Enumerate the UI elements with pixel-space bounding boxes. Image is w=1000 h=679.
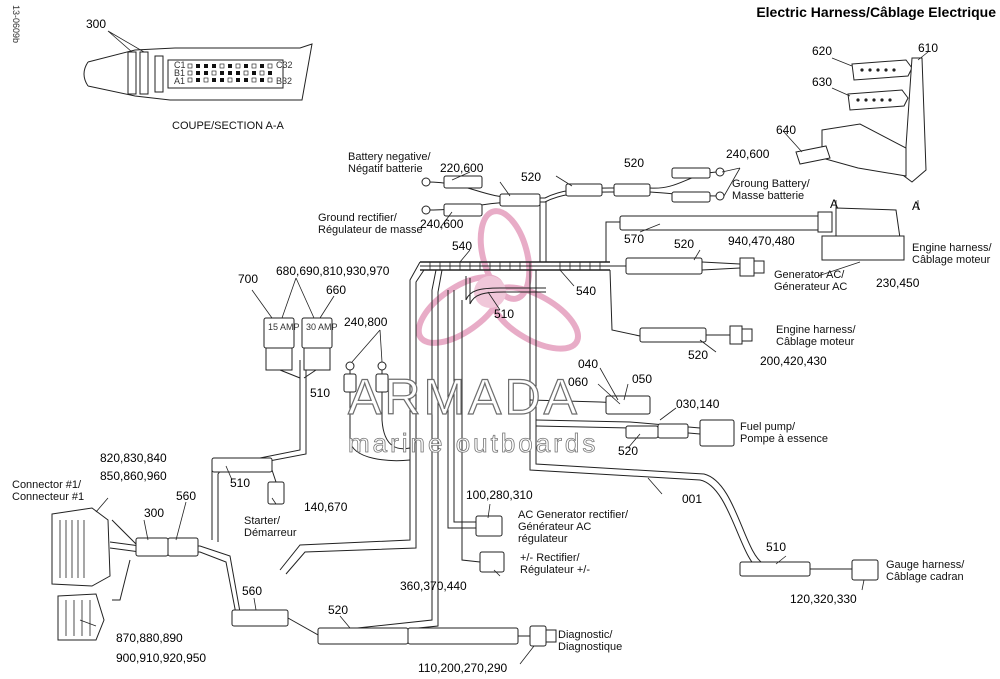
label-ac-gen-rectifier-en: AC Generator rectifier/ [518, 509, 629, 521]
label-battery-negative-fr: Négatif batterie [348, 163, 423, 175]
label-engine-harness-2-en: Engine harness/ [776, 324, 856, 336]
callout-001: 001 [682, 492, 702, 506]
callout-510-gauge: 510 [766, 540, 786, 554]
section-marker-a-right: A [912, 199, 920, 213]
callout-220-600: 220,600 [440, 161, 484, 175]
label-rectifier-pm-en: +/- Rectifier/ [520, 552, 581, 564]
callout-060: 060 [568, 375, 588, 389]
section-label: COUPE/SECTION A-A [172, 120, 285, 132]
section-inset: C1 B1 A1 C32 B32 [83, 30, 313, 101]
callout-510-mid: 510 [494, 307, 514, 321]
callout-900-910-920-950: 900,910,920,950 [116, 651, 206, 665]
label-ground-rectifier-en: Ground rectifier/ [318, 212, 398, 224]
callout-700: 700 [238, 272, 258, 286]
callout-520-fuel: 520 [618, 444, 638, 458]
callout-570: 570 [624, 232, 644, 246]
callout-820-830-840: 820,830,840 [100, 451, 167, 465]
pin-row-b1: B1 [174, 68, 185, 78]
callout-520-top: 520 [624, 156, 644, 170]
label-gauge-harness-fr: Câblage cadran [886, 571, 964, 583]
label-fuel-pump-fr: Pompe à essence [740, 433, 828, 445]
callout-520-bottom: 520 [328, 603, 348, 617]
callout-510-starter: 510 [230, 476, 250, 490]
label-diagnostic-en: Diagnostic/ [558, 629, 613, 641]
fuse-label-15a: 15 AMP [268, 322, 300, 332]
callout-560-a: 560 [176, 489, 196, 503]
callout-360-370-440: 360,370,440 [400, 579, 467, 593]
label-gauge-harness-en: Gauge harness/ [886, 559, 965, 571]
callout-040: 040 [578, 357, 598, 371]
callout-200-420-430: 200,420,430 [760, 354, 827, 368]
watermark-subtitle: marine outboards [348, 428, 598, 458]
watermark-logo [415, 208, 581, 352]
pin-row-b32: B32 [276, 76, 292, 86]
callout-850-860-960: 850,860,960 [100, 469, 167, 483]
drawing-code: 13-0609b [11, 5, 21, 43]
label-battery-negative-en: Battery negative/ [348, 151, 431, 163]
section-marker-a-left: A [830, 197, 838, 211]
engine-connectors-group [783, 51, 929, 183]
pin-row-c32: C32 [276, 60, 293, 70]
label-engine-harness-1-fr: Câblage moteur [912, 254, 991, 266]
callout-230-450: 230,450 [876, 276, 920, 290]
callout-110-200-270-290: 110,200,270,290 [418, 661, 508, 675]
callout-520-mid: 520 [521, 170, 541, 184]
callout-240-600-right: 240,600 [726, 147, 770, 161]
callout-100-280-310: 100,280,310 [466, 488, 533, 502]
label-diagnostic-fr: Diagnostique [558, 641, 622, 653]
label-fuel-pump-en: Fuel pump/ [740, 421, 796, 433]
callout-870-880-890: 870,880,890 [116, 631, 183, 645]
label-ground-rectifier-fr: Régulateur de masse [318, 224, 423, 236]
callout-630: 630 [812, 75, 832, 89]
callout-050: 050 [632, 372, 652, 386]
callout-140-670: 140,670 [304, 500, 348, 514]
label-connector-1-en: Connector #1/ [12, 479, 82, 491]
fuse-label-30a: 30 AMP [306, 322, 338, 332]
pin-row-a1: A1 [174, 76, 185, 86]
callout-030-140: 030,140 [676, 397, 720, 411]
label-ground-battery-fr: Masse batterie [732, 190, 804, 202]
label-generator-ac-fr: Génerateur AC [774, 281, 847, 293]
label-ground-battery-en: Groung Battery/ [732, 178, 811, 190]
callout-120-320-330: 120,320,330 [790, 592, 857, 606]
callout-520-right: 520 [674, 237, 694, 251]
callout-610: 610 [918, 41, 938, 55]
callout-660: 660 [326, 283, 346, 297]
callout-540-a: 540 [452, 239, 472, 253]
callout-240-600-left: 240,600 [420, 217, 464, 231]
label-rectifier-pm-fr: Régulateur +/- [520, 564, 590, 576]
label-engine-harness-2-fr: Câblage moteur [776, 336, 855, 348]
watermark-brand: ARMADA [348, 369, 580, 425]
diagram-title: Electric Harness/Câblage Electrique [756, 4, 996, 20]
callout-240-800: 240,800 [344, 315, 388, 329]
callout-560-b: 560 [242, 584, 262, 598]
callout-300-top: 300 [86, 17, 106, 31]
callout-540-b: 540 [576, 284, 596, 298]
label-connector-1-fr: Connecteur #1 [12, 491, 84, 503]
callout-520-engine: 520 [688, 348, 708, 362]
label-ac-gen-rectifier-fr: Générateur AC [518, 521, 591, 533]
callout-620: 620 [812, 44, 832, 58]
callout-300-b: 300 [144, 506, 164, 520]
label-generator-ac-en: Generator AC/ [774, 269, 845, 281]
label-starter-fr: Démarreur [244, 527, 297, 539]
label-starter-en: Starter/ [244, 515, 281, 527]
label-ac-gen-rectifier-fr2: régulateur [518, 533, 568, 545]
callout-510-left: 510 [310, 386, 330, 400]
pin-row-c1: C1 [174, 60, 186, 70]
callout-680-group: 680,690,810,930,970 [276, 264, 390, 278]
wire-harness [51, 167, 919, 665]
callout-640: 640 [776, 123, 796, 137]
callout-940-470-480: 940,470,480 [728, 234, 795, 248]
label-engine-harness-1-en: Engine harness/ [912, 242, 992, 254]
